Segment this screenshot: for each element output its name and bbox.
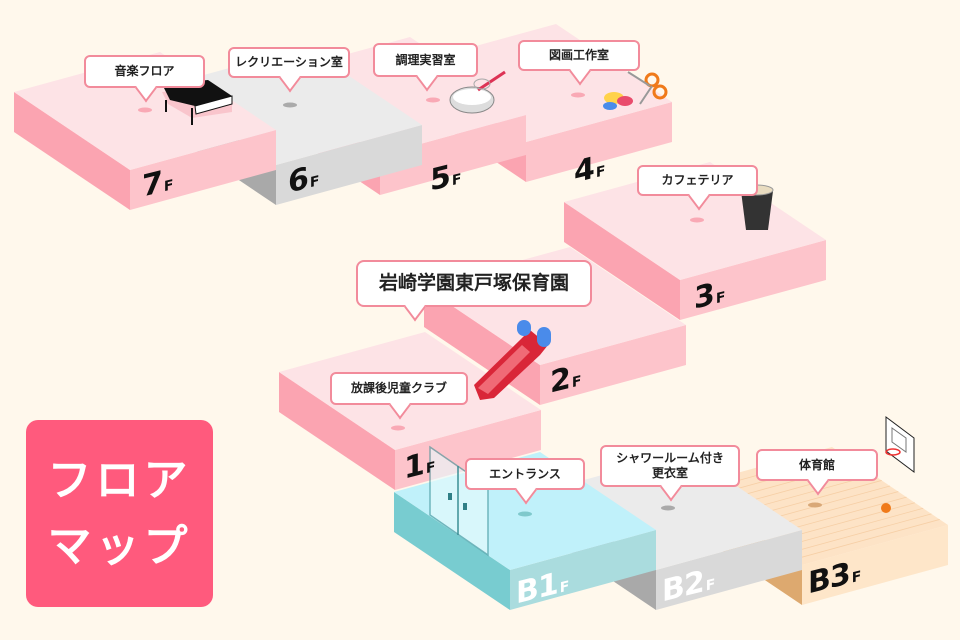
- room-callout-2F[interactable]: 岩崎学園東戸塚保育園: [356, 260, 592, 322]
- floor-unit: F: [595, 163, 605, 182]
- floor-number: 1: [404, 446, 424, 487]
- location-marker-5F: [426, 97, 440, 103]
- room-name: 音楽フロア: [114, 64, 175, 78]
- floor-number: 3: [694, 276, 714, 317]
- floor-unit: F: [571, 373, 581, 392]
- location-marker-B1F: [518, 511, 532, 517]
- location-marker-3F: [690, 217, 704, 223]
- room-callout-B2F[interactable]: シャワールーム付き更衣室: [600, 445, 740, 502]
- basketball-hoop-icon: [885, 416, 915, 473]
- room-name: レクリエーション室: [235, 55, 343, 69]
- room-callout-6F[interactable]: レクリエーション室: [228, 47, 350, 93]
- floor-number: 4: [574, 150, 594, 191]
- room-callout-4F[interactable]: 図画工作室: [518, 40, 640, 86]
- slide-icon: [474, 320, 551, 400]
- room-callout-3F[interactable]: カフェテリア: [637, 165, 758, 211]
- floor-unit: F: [309, 173, 319, 192]
- room-callout-B1F[interactable]: エントランス: [465, 458, 585, 505]
- floor-number: 5: [430, 158, 450, 199]
- room-callout-B3F[interactable]: 体育館: [756, 449, 878, 496]
- floor-front-face: [680, 240, 826, 320]
- wood-grain-line: [785, 513, 932, 555]
- floor-unit: F: [163, 177, 173, 196]
- room-name: カフェテリア: [661, 173, 734, 187]
- floor-unit: F: [851, 568, 861, 587]
- floor-front-face: [526, 102, 672, 182]
- floor-number: 2: [550, 360, 570, 401]
- location-marker-6F: [283, 102, 297, 108]
- floor-map-title: フロア マップ: [26, 420, 213, 607]
- location-marker-4F: [571, 92, 585, 98]
- floor-unit: F: [705, 576, 715, 595]
- floor-unit: F: [451, 171, 461, 190]
- floor-front-face: [130, 130, 276, 210]
- basketball-icon: [881, 503, 891, 513]
- room-name: 体育館: [798, 457, 835, 472]
- wood-grain-line: [793, 519, 940, 560]
- room-name: 放課後児童クラブ: [350, 381, 447, 395]
- floor-front-face: [540, 325, 686, 405]
- room-callout-1F[interactable]: 放課後児童クラブ: [330, 372, 468, 420]
- floor-front-face: [380, 115, 526, 195]
- location-marker-B3F: [808, 502, 822, 508]
- mixing-bowl-icon: [449, 70, 506, 114]
- floor-number: 6: [288, 160, 308, 201]
- art-supplies-icon: [603, 71, 668, 110]
- floor-left-face: [394, 492, 510, 610]
- room-name: 図画工作室: [548, 48, 609, 62]
- floor-number: 7: [142, 164, 162, 205]
- location-marker-7F: [138, 107, 152, 113]
- location-marker-B2F: [661, 505, 675, 511]
- floor-unit: F: [559, 578, 569, 597]
- room-name: 調理実習室: [395, 52, 456, 67]
- floor-unit: F: [715, 289, 725, 308]
- location-marker-1F: [391, 425, 405, 431]
- floor-front-face: [656, 530, 802, 610]
- room-name: シャワールーム付き更衣室: [616, 451, 724, 480]
- floor-left-face: [14, 92, 130, 210]
- floor-front-face: [276, 125, 422, 205]
- floor-front-face: [802, 525, 948, 605]
- room-name: エントランス: [489, 466, 561, 481]
- title-line-1: フロア: [47, 454, 192, 506]
- floor-left-face: [564, 202, 680, 320]
- floor-left-face: [279, 372, 395, 490]
- room-callout-5F[interactable]: 調理実習室: [373, 43, 478, 92]
- floor-unit: F: [425, 459, 435, 478]
- room-name: 岩崎学園東戸塚保育園: [378, 271, 569, 294]
- room-callout-7F[interactable]: 音楽フロア: [84, 55, 205, 103]
- floor-front-face: [510, 530, 656, 610]
- title-line-2: マップ: [47, 520, 192, 572]
